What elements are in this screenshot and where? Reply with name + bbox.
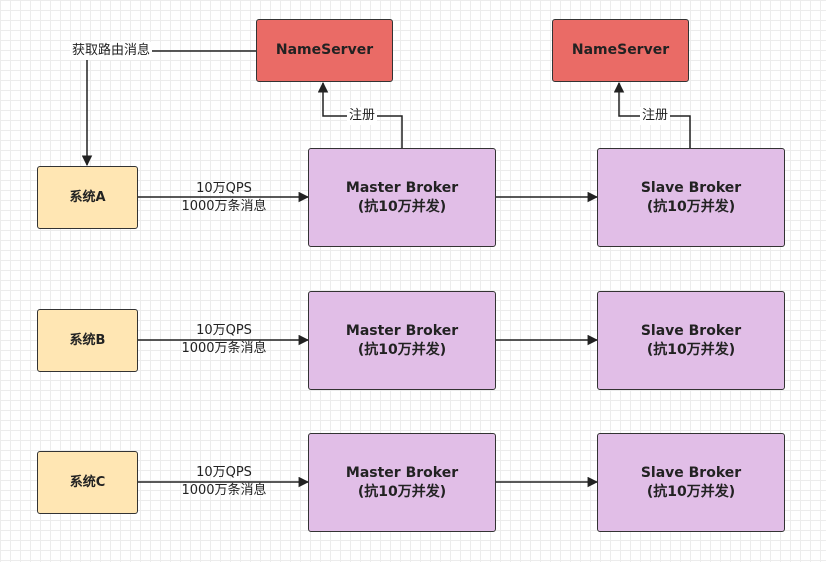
traffic-label-b-messages: 1000万条消息	[181, 341, 267, 356]
slave-broker-c-capacity: (抗10万并发)	[646, 483, 736, 500]
nameserver-1-label: NameServer	[275, 42, 374, 58]
traffic-label-c: 10万QPS 1000万条消息	[168, 464, 280, 500]
master-broker-b[interactable]: Master Broker (抗10万并发)	[308, 291, 496, 390]
slave-broker-a-title: Slave Broker	[640, 179, 742, 196]
slave-broker-b-capacity: (抗10万并发)	[646, 341, 736, 358]
master-broker-c-capacity: (抗10万并发)	[357, 483, 447, 500]
master-broker-c-title: Master Broker	[345, 464, 459, 481]
traffic-label-a-messages: 1000万条消息	[181, 199, 267, 214]
traffic-label-c-qps: 10万QPS	[196, 465, 252, 480]
slave-broker-b[interactable]: Slave Broker (抗10万并发)	[597, 291, 785, 390]
master-broker-b-title: Master Broker	[345, 322, 459, 339]
master-broker-a[interactable]: Master Broker (抗10万并发)	[308, 148, 496, 247]
traffic-label-c-messages: 1000万条消息	[181, 483, 267, 498]
system-c[interactable]: 系统C	[37, 451, 138, 514]
slave-broker-c[interactable]: Slave Broker (抗10万并发)	[597, 433, 785, 532]
system-c-label: 系统C	[69, 475, 106, 490]
register-edge-label-1: 注册	[347, 107, 378, 125]
system-a-label: 系统A	[69, 190, 106, 205]
traffic-label-a: 10万QPS 1000万条消息	[168, 180, 280, 216]
traffic-label-a-qps: 10万QPS	[196, 181, 252, 196]
slave-broker-a[interactable]: Slave Broker (抗10万并发)	[597, 148, 785, 247]
slave-broker-c-title: Slave Broker	[640, 464, 742, 481]
master-broker-a-capacity: (抗10万并发)	[357, 198, 447, 215]
system-a[interactable]: 系统A	[37, 166, 138, 229]
system-b[interactable]: 系统B	[37, 309, 138, 372]
route-edge-label: 获取路由消息	[70, 42, 153, 60]
slave-broker-b-title: Slave Broker	[640, 322, 742, 339]
master-broker-c[interactable]: Master Broker (抗10万并发)	[308, 433, 496, 532]
nameserver-1[interactable]: NameServer	[256, 19, 393, 82]
traffic-label-b-qps: 10万QPS	[196, 323, 252, 338]
nameserver-2-label: NameServer	[571, 42, 670, 58]
master-broker-a-title: Master Broker	[345, 179, 459, 196]
traffic-label-b: 10万QPS 1000万条消息	[168, 322, 280, 358]
register-edge-label-2: 注册	[640, 107, 671, 125]
master-broker-b-capacity: (抗10万并发)	[357, 341, 447, 358]
system-b-label: 系统B	[69, 333, 106, 348]
route-edge	[81, 50, 256, 167]
slave-broker-a-capacity: (抗10万并发)	[646, 198, 736, 215]
nameserver-2[interactable]: NameServer	[552, 19, 689, 82]
